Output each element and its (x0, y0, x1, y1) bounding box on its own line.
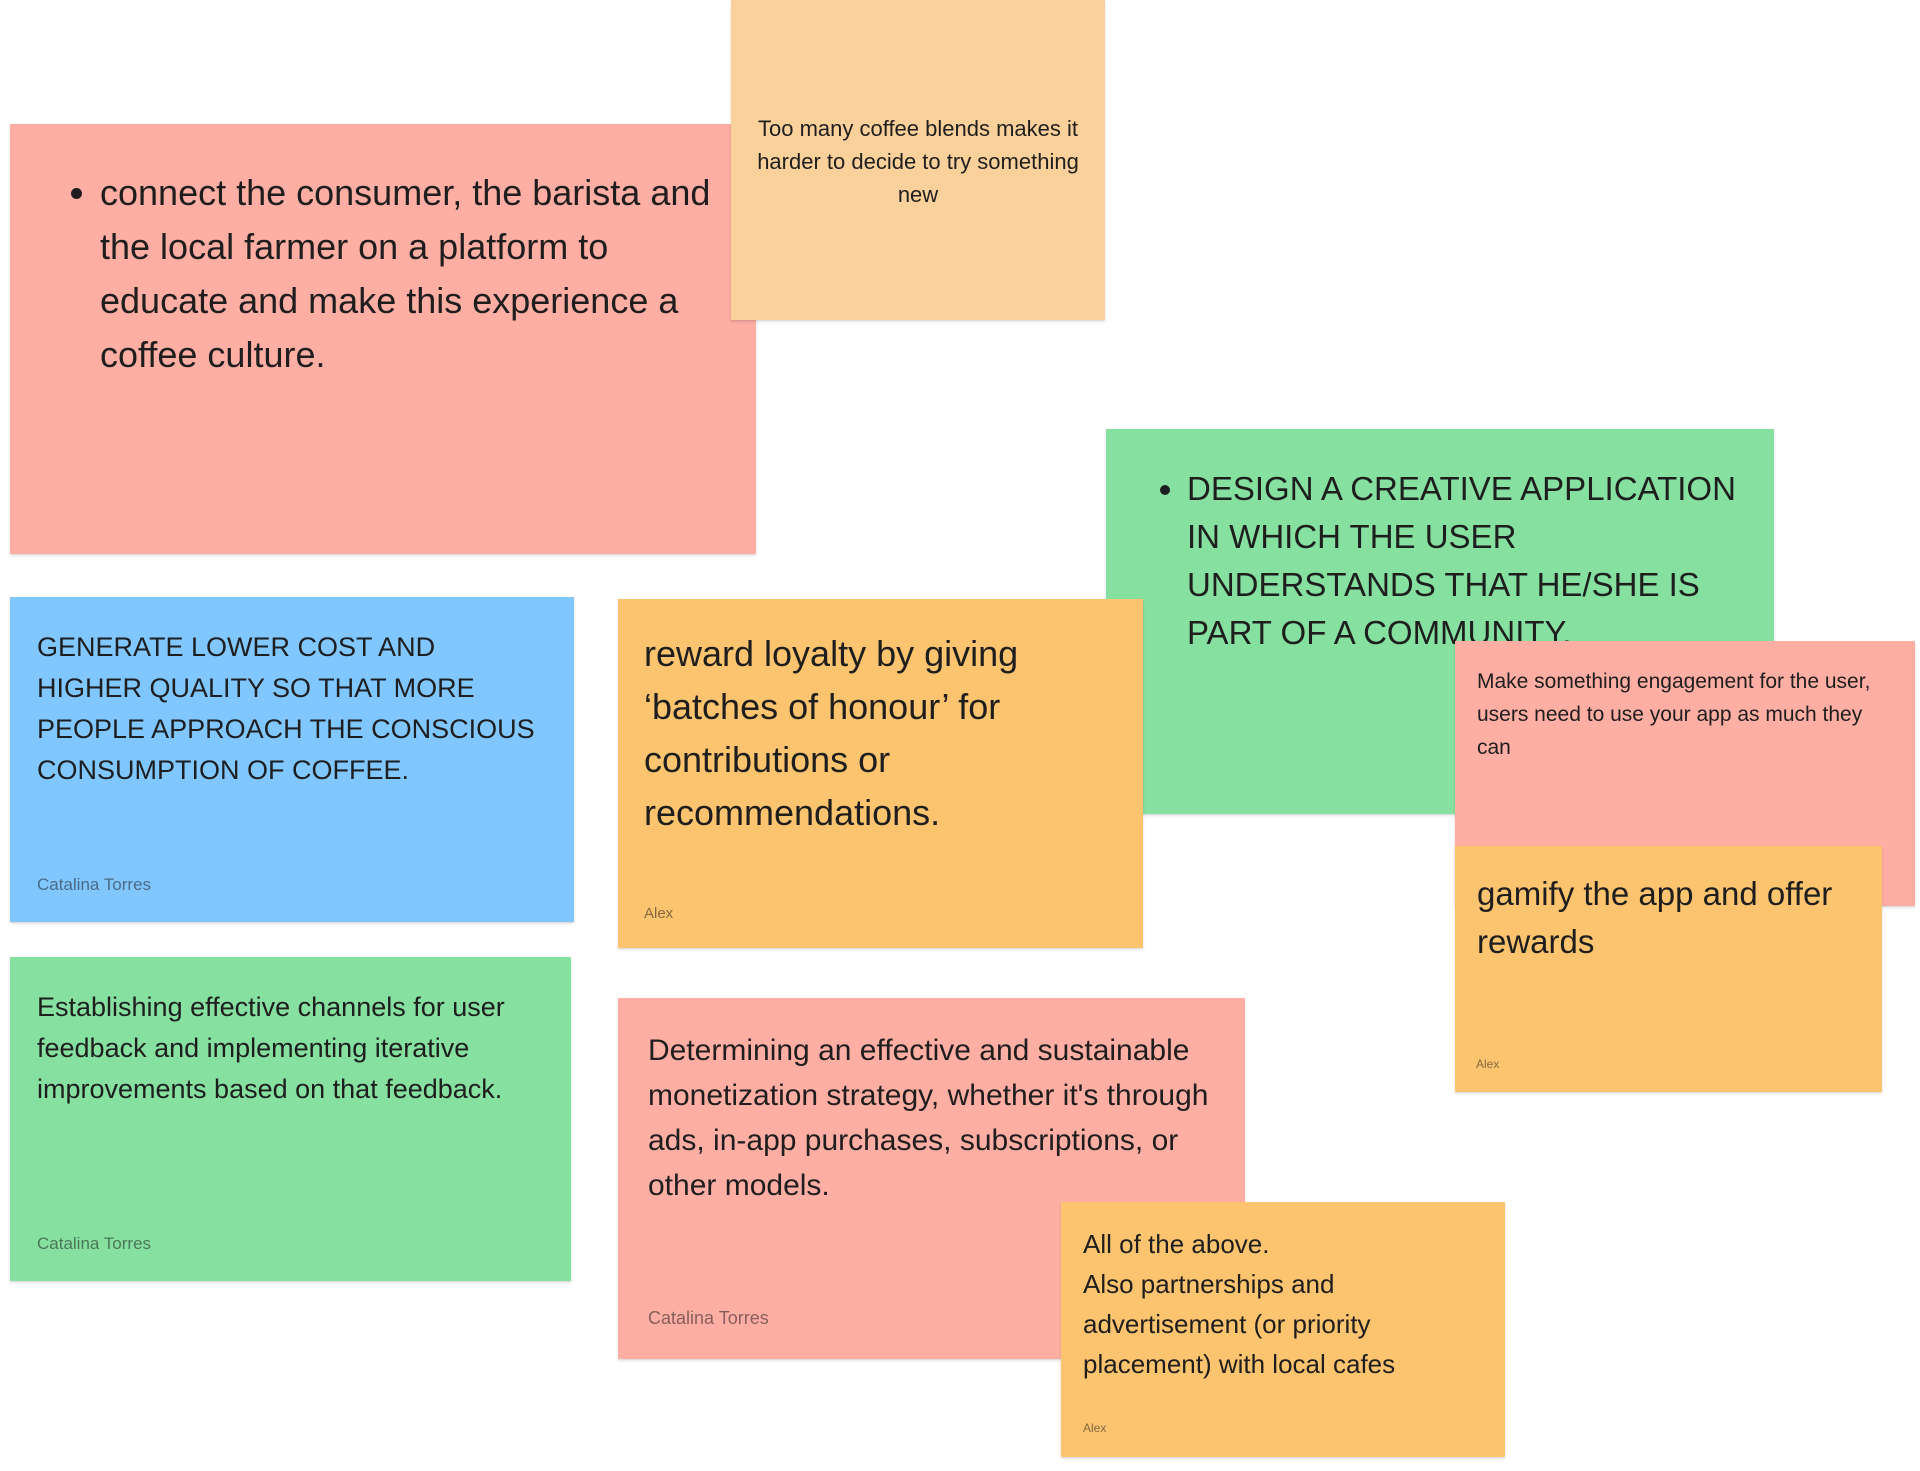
sticky-note-lower-cost[interactable]: GENERATE LOWER COST AND HIGHER QUALITY S… (10, 597, 574, 922)
note-text: All of the above. Also partnerships and … (1083, 1229, 1396, 1379)
sticky-note-platform-idea[interactable]: connect the consumer, the barista and th… (10, 124, 756, 554)
sticky-note-coffee-blends[interactable]: Too many coffee blends makes it harder t… (731, 0, 1105, 320)
note-text: reward loyalty by giving ‘batches of hon… (644, 633, 1019, 833)
sticky-note-reward-loyalty[interactable]: reward loyalty by giving ‘batches of hon… (618, 599, 1143, 948)
sticky-note-partnerships[interactable]: All of the above. Also partnerships and … (1061, 1202, 1505, 1457)
note-text: GENERATE LOWER COST AND HIGHER QUALITY S… (37, 632, 535, 785)
note-text: Too many coffee blends makes it harder t… (757, 116, 1079, 207)
note-author: Catalina Torres (37, 1234, 152, 1253)
note-author: Alex (644, 905, 674, 922)
note-author: Alex (1083, 1421, 1107, 1435)
note-text: gamify the app and offer rewards (1477, 875, 1833, 960)
note-bullet: DESIGN A CREATIVE APPLICATION IN WHICH T… (1187, 465, 1744, 657)
sticky-note-feedback-channels[interactable]: Establishing effective channels for user… (10, 957, 571, 1281)
note-author: Catalina Torres (37, 875, 152, 894)
note-author: Catalina Torres (648, 1308, 769, 1328)
sticky-note-community-app[interactable]: DESIGN A CREATIVE APPLICATION IN WHICH T… (1106, 429, 1774, 814)
note-author: Alex (1476, 1057, 1500, 1071)
note-text: Establishing effective channels for user… (37, 992, 505, 1104)
sticky-note-gamify[interactable]: gamify the app and offer rewards Alex (1455, 846, 1882, 1092)
note-text: Make something engagement for the user, … (1477, 670, 1871, 759)
note-bullet-list: connect the consumer, the barista and th… (10, 124, 756, 382)
note-text: Determining an effective and sustainable… (648, 1034, 1209, 1202)
note-bullet: connect the consumer, the barista and th… (100, 166, 716, 382)
note-bullet-list: DESIGN A CREATIVE APPLICATION IN WHICH T… (1106, 429, 1774, 657)
